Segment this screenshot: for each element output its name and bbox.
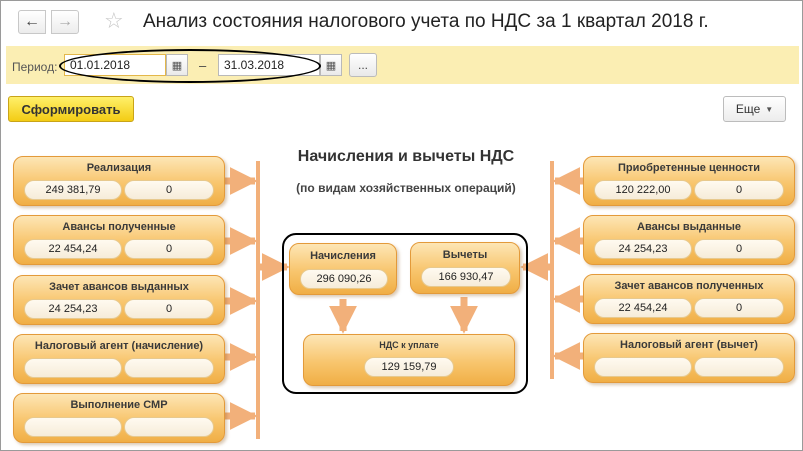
card-sales[interactable]: Реализация 249 381,79 0 [13, 156, 225, 206]
card-construction-works[interactable]: Выполнение СМР [13, 393, 225, 443]
value-field-extra[interactable] [124, 417, 214, 437]
value-field-extra[interactable]: 0 [694, 298, 784, 318]
card-offset-advances-issued[interactable]: Зачет авансов выданных 24 254,23 0 [13, 275, 225, 325]
card-offset-advances-received[interactable]: Зачет авансов полученных 22 454,24 0 [583, 274, 795, 324]
arrow-right-icon: → [57, 13, 73, 30]
diagram-subtitle: (по видам хозяйственных операций) [296, 181, 516, 195]
card-acquired-values[interactable]: Приобретенные ценности 120 222,00 0 [583, 156, 795, 206]
value-field-extra[interactable]: 0 [124, 299, 214, 319]
back-button[interactable]: ← [18, 10, 46, 34]
period-dash: – [199, 58, 207, 73]
period-select-button[interactable]: ... [349, 53, 377, 77]
value-field-extra[interactable] [124, 358, 214, 378]
page-title: Анализ состояния налогового учета по НДС… [143, 11, 709, 32]
value-field-tax[interactable]: 22 454,24 [594, 298, 692, 318]
generate-button[interactable]: Сформировать [8, 96, 134, 122]
value-field-tax[interactable] [594, 357, 692, 377]
card-title: Начисления [310, 250, 376, 262]
card-title: Реализация [86, 162, 152, 174]
card-title: Налоговый агент (начисление) [34, 340, 204, 352]
favorite-star-icon[interactable]: ☆ [104, 8, 124, 33]
arrow-left-icon: ← [24, 13, 40, 30]
forward-button[interactable]: → [51, 10, 79, 34]
accruals-value[interactable]: 296 090,26 [300, 269, 388, 289]
summary-outline [282, 233, 528, 394]
period-from-field[interactable]: 01.01.2018 [64, 54, 166, 76]
card-title: Зачет авансов полученных [614, 280, 764, 292]
card-title: Вычеты [442, 249, 488, 261]
card-tax-agent-deduction[interactable]: Налоговый агент (вычет) [583, 333, 795, 383]
card-tax-agent-accrual[interactable]: Налоговый агент (начисление) [13, 334, 225, 384]
value-field-extra[interactable]: 0 [694, 180, 784, 200]
more-label: Еще [735, 102, 761, 116]
card-title: Авансы полученные [62, 221, 176, 233]
card-title: Приобретенные ценности [618, 162, 760, 174]
more-button[interactable]: Еще ▼ [723, 96, 786, 122]
vat-payable-value[interactable]: 129 159,79 [364, 357, 454, 377]
value-field-extra[interactable]: 0 [694, 239, 784, 259]
value-field-tax[interactable]: 24 254,23 [24, 299, 122, 319]
value-field-tax[interactable]: 249 381,79 [24, 180, 122, 200]
value-field-tax[interactable]: 22 454,24 [24, 239, 122, 259]
value-field-tax[interactable]: 120 222,00 [594, 180, 692, 200]
card-advances-received[interactable]: Авансы полученные 22 454,24 0 [13, 215, 225, 265]
value-field-tax[interactable]: 24 254,23 [594, 239, 692, 259]
card-accruals[interactable]: Начисления 296 090,26 [289, 243, 397, 295]
calendar-icon: ▦ [171, 59, 183, 72]
diagram-title: Начисления и вычеты НДС [297, 148, 515, 165]
calendar-from-button[interactable]: ▦ [166, 54, 188, 76]
calendar-icon: ▦ [325, 59, 337, 72]
card-deductions[interactable]: Вычеты 166 930,47 [410, 242, 520, 294]
value-field-extra[interactable] [694, 357, 784, 377]
chevron-down-icon: ▼ [765, 104, 774, 114]
card-title: Выполнение СМР [70, 399, 168, 411]
deductions-value[interactable]: 166 930,47 [421, 267, 511, 287]
card-advances-issued[interactable]: Авансы выданные 24 254,23 0 [583, 215, 795, 265]
card-title: НДС к уплате [379, 340, 439, 350]
value-field-tax[interactable] [24, 417, 122, 437]
value-field-extra[interactable]: 0 [124, 180, 214, 200]
period-label: Период: [12, 60, 58, 74]
period-bar: Период: 01.01.2018 ▦ – 31.03.2018 ▦ ... [6, 46, 799, 84]
value-field-extra[interactable]: 0 [124, 239, 214, 259]
value-field-tax[interactable] [24, 358, 122, 378]
card-vat-payable[interactable]: НДС к уплате 129 159,79 [303, 334, 515, 386]
card-title: Зачет авансов выданных [49, 281, 189, 293]
card-title: Авансы выданные [637, 221, 741, 233]
card-title: Налоговый агент (вычет) [620, 339, 758, 351]
